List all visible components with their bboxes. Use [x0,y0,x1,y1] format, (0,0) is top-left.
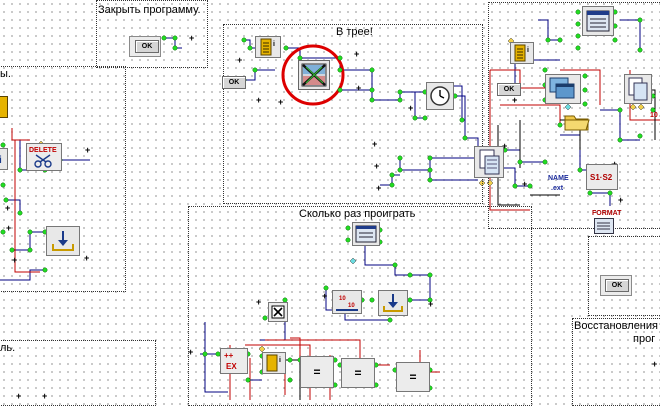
add-port[interactable]: + [428,299,434,309]
folder-icon[interactable] [562,110,592,134]
svg-text:i: i [273,41,275,48]
group-left-top: ы. [0,66,126,292]
svg-text:++: ++ [224,351,234,360]
add-port[interactable]: + [374,161,380,171]
add-port[interactable]: + [512,95,518,105]
checkbox-x-icon[interactable] [268,302,288,322]
ok-button[interactable]: OK [605,279,629,292]
add-port[interactable]: + [12,255,18,265]
add-port[interactable]: + [16,391,22,401]
ok-button[interactable]: OK [222,76,246,89]
add-port[interactable]: + [322,291,328,301]
group-tray: В трее! [223,24,483,204]
list-icon[interactable] [594,218,614,234]
group-restore: Восстановления прог [572,318,660,406]
group-title: В трее! [336,26,373,38]
add-port[interactable]: + [408,103,414,113]
equals-block[interactable]: = [300,356,334,388]
counter-icon[interactable]: 10 10 [332,290,362,314]
svg-text:S1·S2: S1·S2 [590,173,613,182]
ok-button[interactable]: OK [497,83,521,96]
add-port[interactable]: + [372,139,378,149]
group-title: Восстановления [574,320,658,332]
clock-icon[interactable] [426,82,454,110]
add-port[interactable]: + [652,359,658,369]
copy-doc-icon[interactable] [474,146,504,178]
add-port[interactable]: + [354,49,360,59]
svg-text:i: i [0,155,2,166]
info-icon[interactable]: i [0,148,8,170]
notes-icon[interactable]: i [255,36,281,58]
add-port[interactable]: + [5,203,11,213]
add-port[interactable]: + [522,179,528,189]
add-port[interactable]: + [356,83,362,93]
list-icon[interactable] [582,6,614,36]
equals-block[interactable]: = [396,362,430,392]
group-right-mid [588,236,660,316]
svg-text:i: i [527,47,529,54]
num-label: 10 [650,112,658,119]
add-port[interactable]: + [42,391,48,401]
notes-icon[interactable]: i [510,42,534,64]
add-port[interactable]: + [376,183,382,193]
svg-text:EX: EX [226,362,237,371]
name-ext-icon[interactable]: NAME .ext [546,170,574,194]
download-icon[interactable] [378,290,408,316]
svg-text:DELETE: DELETE [29,147,57,154]
stop-x-icon[interactable] [298,60,330,90]
add-port[interactable]: + [6,223,12,233]
ext-label: .ext [551,185,564,192]
add-port[interactable]: + [237,55,243,65]
name-label: NAME [548,175,569,182]
add-port[interactable]: + [618,195,624,205]
connector-nodes [0,9,656,391]
svg-text:i: i [279,357,281,364]
download-icon[interactable] [46,226,80,256]
add-port[interactable]: + [502,141,508,151]
equals-block[interactable]: = [341,358,375,388]
exit-block[interactable]: ++ EX [220,348,248,374]
notes-icon[interactable]: i [262,352,286,374]
annotation-circle [281,44,345,106]
add-port[interactable]: + [278,97,284,107]
delete-block[interactable]: DELETE [26,143,62,171]
list-icon[interactable] [352,222,380,246]
add-port[interactable]: + [84,253,90,263]
num-label-c: 10 [348,303,355,309]
add-port[interactable]: + [85,145,91,155]
add-port[interactable]: + [256,95,262,105]
windows-icon[interactable] [545,74,581,104]
group-close-program: Закрыть программу. [96,0,208,68]
format-label: FORMAT [592,210,622,217]
group-title: прог [633,333,656,345]
group-title: Сколько раз проиграть [299,208,416,220]
group-right-top [488,2,660,229]
add-port[interactable]: + [188,347,194,357]
add-port[interactable]: + [256,297,262,307]
group-title: ль. [0,342,16,354]
notes-icon[interactable] [0,96,8,118]
num-label-b: 10 [339,296,346,302]
concat-block[interactable]: S1·S2 [586,164,618,190]
group-title: Закрыть программу. [98,4,201,16]
add-port[interactable]: + [189,33,195,43]
group-left-bottom: ль. [0,340,156,406]
group-title: ы. [0,68,11,80]
copy-doc-icon[interactable] [624,74,652,104]
ok-button[interactable]: OK [135,40,159,53]
